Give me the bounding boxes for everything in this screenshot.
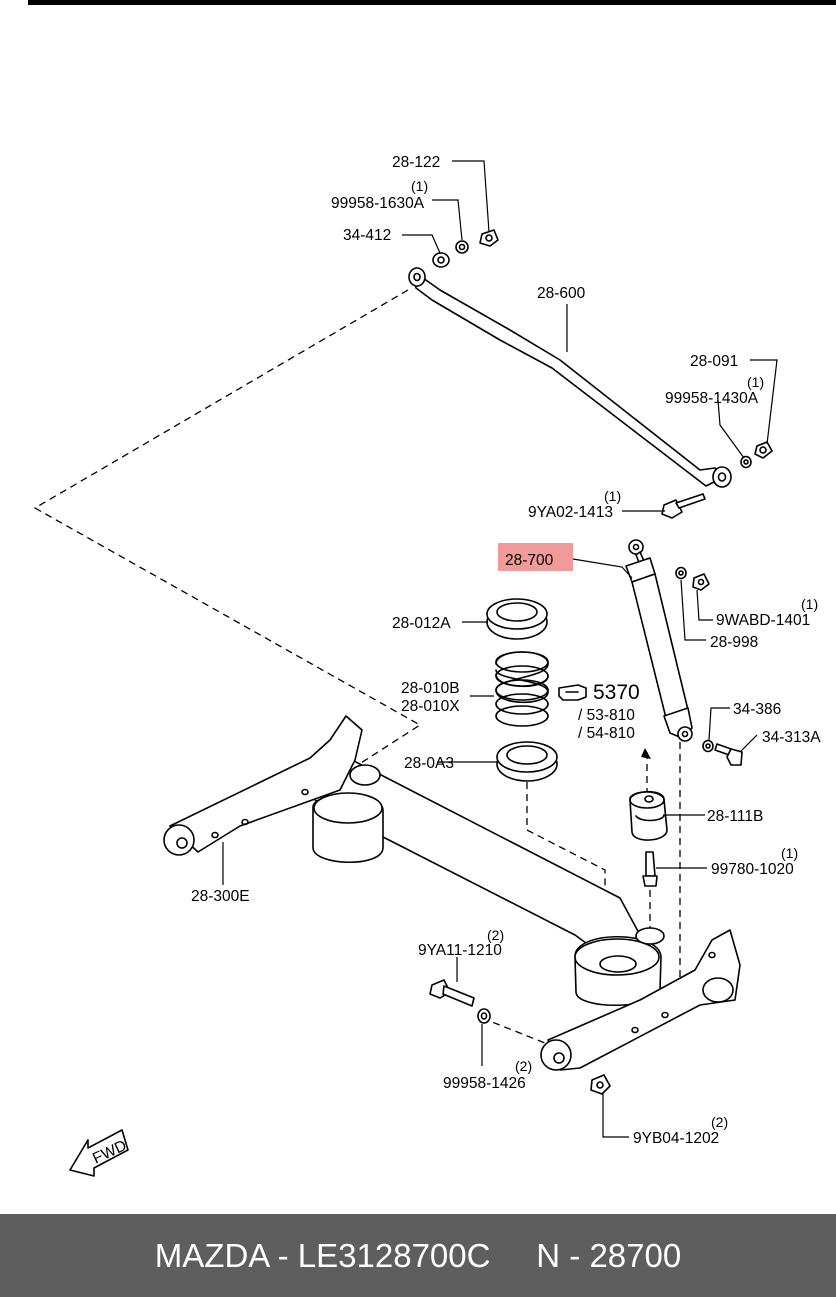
footer-bar: MAZDA - LE3128700C N - 28700	[0, 1214, 836, 1297]
callout-labels: 28-122 (1) 99958-1630A 34-412 28-600 28-…	[191, 154, 821, 1147]
label-9wabd-1401: 9WABD-1401	[716, 612, 810, 629]
label-99780-1020: 99780-1020	[711, 861, 794, 878]
ref-54-810: / 54-810	[578, 725, 635, 742]
label-28-700: 28-700	[505, 552, 554, 569]
qty-99958-1426: (2)	[515, 1058, 532, 1074]
qty-9yb04-1202: (2)	[711, 1114, 728, 1130]
label-28-998: 28-998	[710, 634, 758, 651]
rod-end-hardware	[661, 441, 773, 519]
reference-arrow-icon	[641, 748, 651, 759]
footer-part-info: MAZDA - LE3128700C N - 28700	[154, 1237, 682, 1274]
label-28-0a3: 28-0A3	[404, 755, 454, 772]
lateral-rod	[408, 267, 732, 488]
label-9ya02-1413: 9YA02-1413	[528, 504, 613, 521]
label-28-600: 28-600	[537, 285, 586, 302]
label-28-010b: 28-010B	[401, 680, 460, 697]
pointing-hand-icon	[558, 684, 587, 701]
label-99958-1630a: 99958-1630A	[331, 195, 425, 212]
suspension-exploded-diagram: FWD 28-122 (1) 99958-1630A 34-412 28-600…	[33, 154, 821, 1177]
qty-9ya11-1210: (2)	[487, 927, 504, 943]
label-34-313a: 34-313A	[762, 729, 821, 746]
label-34-386: 34-386	[733, 701, 781, 718]
label-28-111b: 28-111B	[707, 808, 763, 825]
ref-53-810: / 53-810	[578, 707, 635, 724]
lower-hardware	[429, 979, 611, 1095]
label-28-010x: 28-010X	[401, 698, 460, 715]
rod-top-hardware	[432, 229, 499, 268]
label-28-012a: 28-012A	[392, 615, 451, 632]
qty-9ya02-1413: (1)	[604, 488, 621, 504]
label-99958-1430a: 99958-1430A	[665, 390, 759, 407]
shock-absorber	[625, 539, 743, 766]
highlighted-part-box	[498, 543, 573, 571]
fwd-arrow-icon: FWD	[69, 1129, 129, 1177]
label-28-091: 28-091	[690, 353, 738, 370]
label-28-122: 28-122	[392, 154, 440, 171]
ref-5370: 5370	[593, 681, 640, 704]
qty-9wabd-1401: (1)	[801, 596, 818, 612]
label-9ya11-1210: 9YA11-1210	[418, 942, 502, 959]
rear-axle-beam	[163, 715, 741, 1071]
qty-99780-1020: (1)	[781, 845, 798, 861]
qty-99958-1630a: (1)	[411, 178, 428, 194]
label-28-300e: 28-300E	[191, 888, 250, 905]
coil-spring-assembly	[486, 598, 558, 782]
label-99958-1426: 99958-1426	[443, 1075, 526, 1092]
bump-stop	[629, 790, 668, 887]
label-34-412: 34-412	[343, 227, 391, 244]
qty-99958-1430a: (1)	[747, 374, 764, 390]
top-border	[28, 0, 836, 5]
leader-lines	[222, 160, 778, 1138]
label-9yb04-1202: 9YB04-1202	[633, 1130, 719, 1147]
